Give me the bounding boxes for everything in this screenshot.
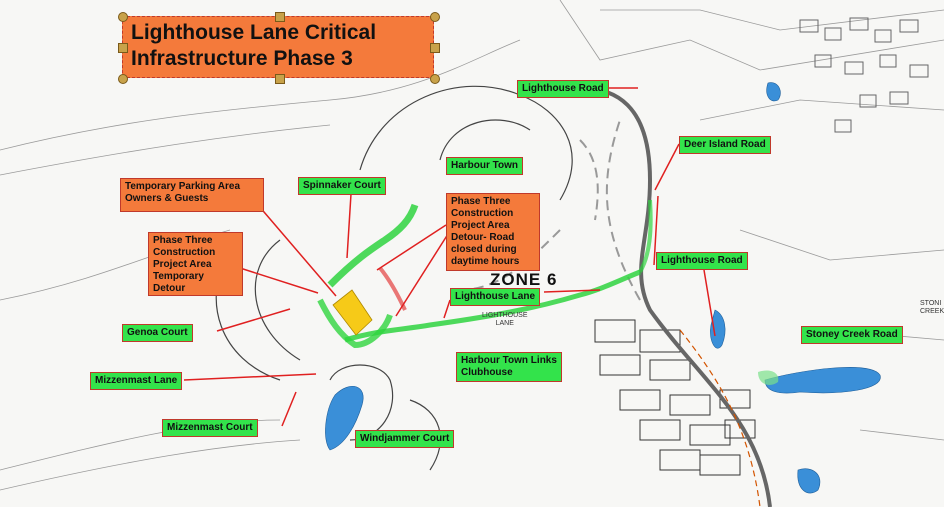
note-phase-three-detour: Phase Three Construction Project Area Te…: [148, 232, 243, 296]
label-deer-island-road: Deer Island Road: [679, 136, 771, 154]
page-title: Lighthouse Lane Critical Infrastructure …: [122, 16, 434, 78]
label-mizzenmast-lane: Mizzenmast Lane: [90, 372, 183, 390]
label-lighthouse-road-top: Lighthouse Road: [517, 80, 609, 98]
note-phase-three-road-closed: Phase Three Construction Project Area De…: [446, 193, 540, 271]
map-street-print: STONI CREEK: [920, 300, 944, 315]
label-spinnaker-court: Spinnaker Court: [298, 177, 386, 195]
resize-handle-icon[interactable]: [430, 12, 440, 22]
label-windjammer-court: Windjammer Court: [355, 430, 455, 448]
label-lighthouse-lane: Lighthouse Lane: [450, 288, 540, 306]
zone-label: ZONE 6: [490, 270, 558, 289]
label-harbour-town-links-clubhouse: Harbour Town Links Clubhouse: [456, 352, 562, 382]
label-stoney-creek-road: Stoney Creek Road: [801, 326, 903, 344]
resize-handle-icon[interactable]: [275, 74, 285, 84]
label-mizzenmast-court: Mizzenmast Court: [162, 419, 258, 437]
resize-handle-icon[interactable]: [118, 12, 128, 22]
resize-handle-icon[interactable]: [118, 74, 128, 84]
note-temporary-parking: Temporary Parking Area Owners & Guests: [120, 178, 264, 212]
label-harbour-town: Harbour Town: [446, 157, 524, 175]
map-street-print: LIGHTHOUSE LANE: [482, 312, 528, 327]
resize-handle-icon[interactable]: [430, 43, 440, 53]
resize-handle-icon[interactable]: [118, 43, 128, 53]
resize-handle-icon[interactable]: [430, 74, 440, 84]
resize-handle-icon[interactable]: [275, 12, 285, 22]
label-lighthouse-road-right: Lighthouse Road: [656, 252, 748, 270]
label-genoa-court: Genoa Court: [122, 324, 193, 342]
